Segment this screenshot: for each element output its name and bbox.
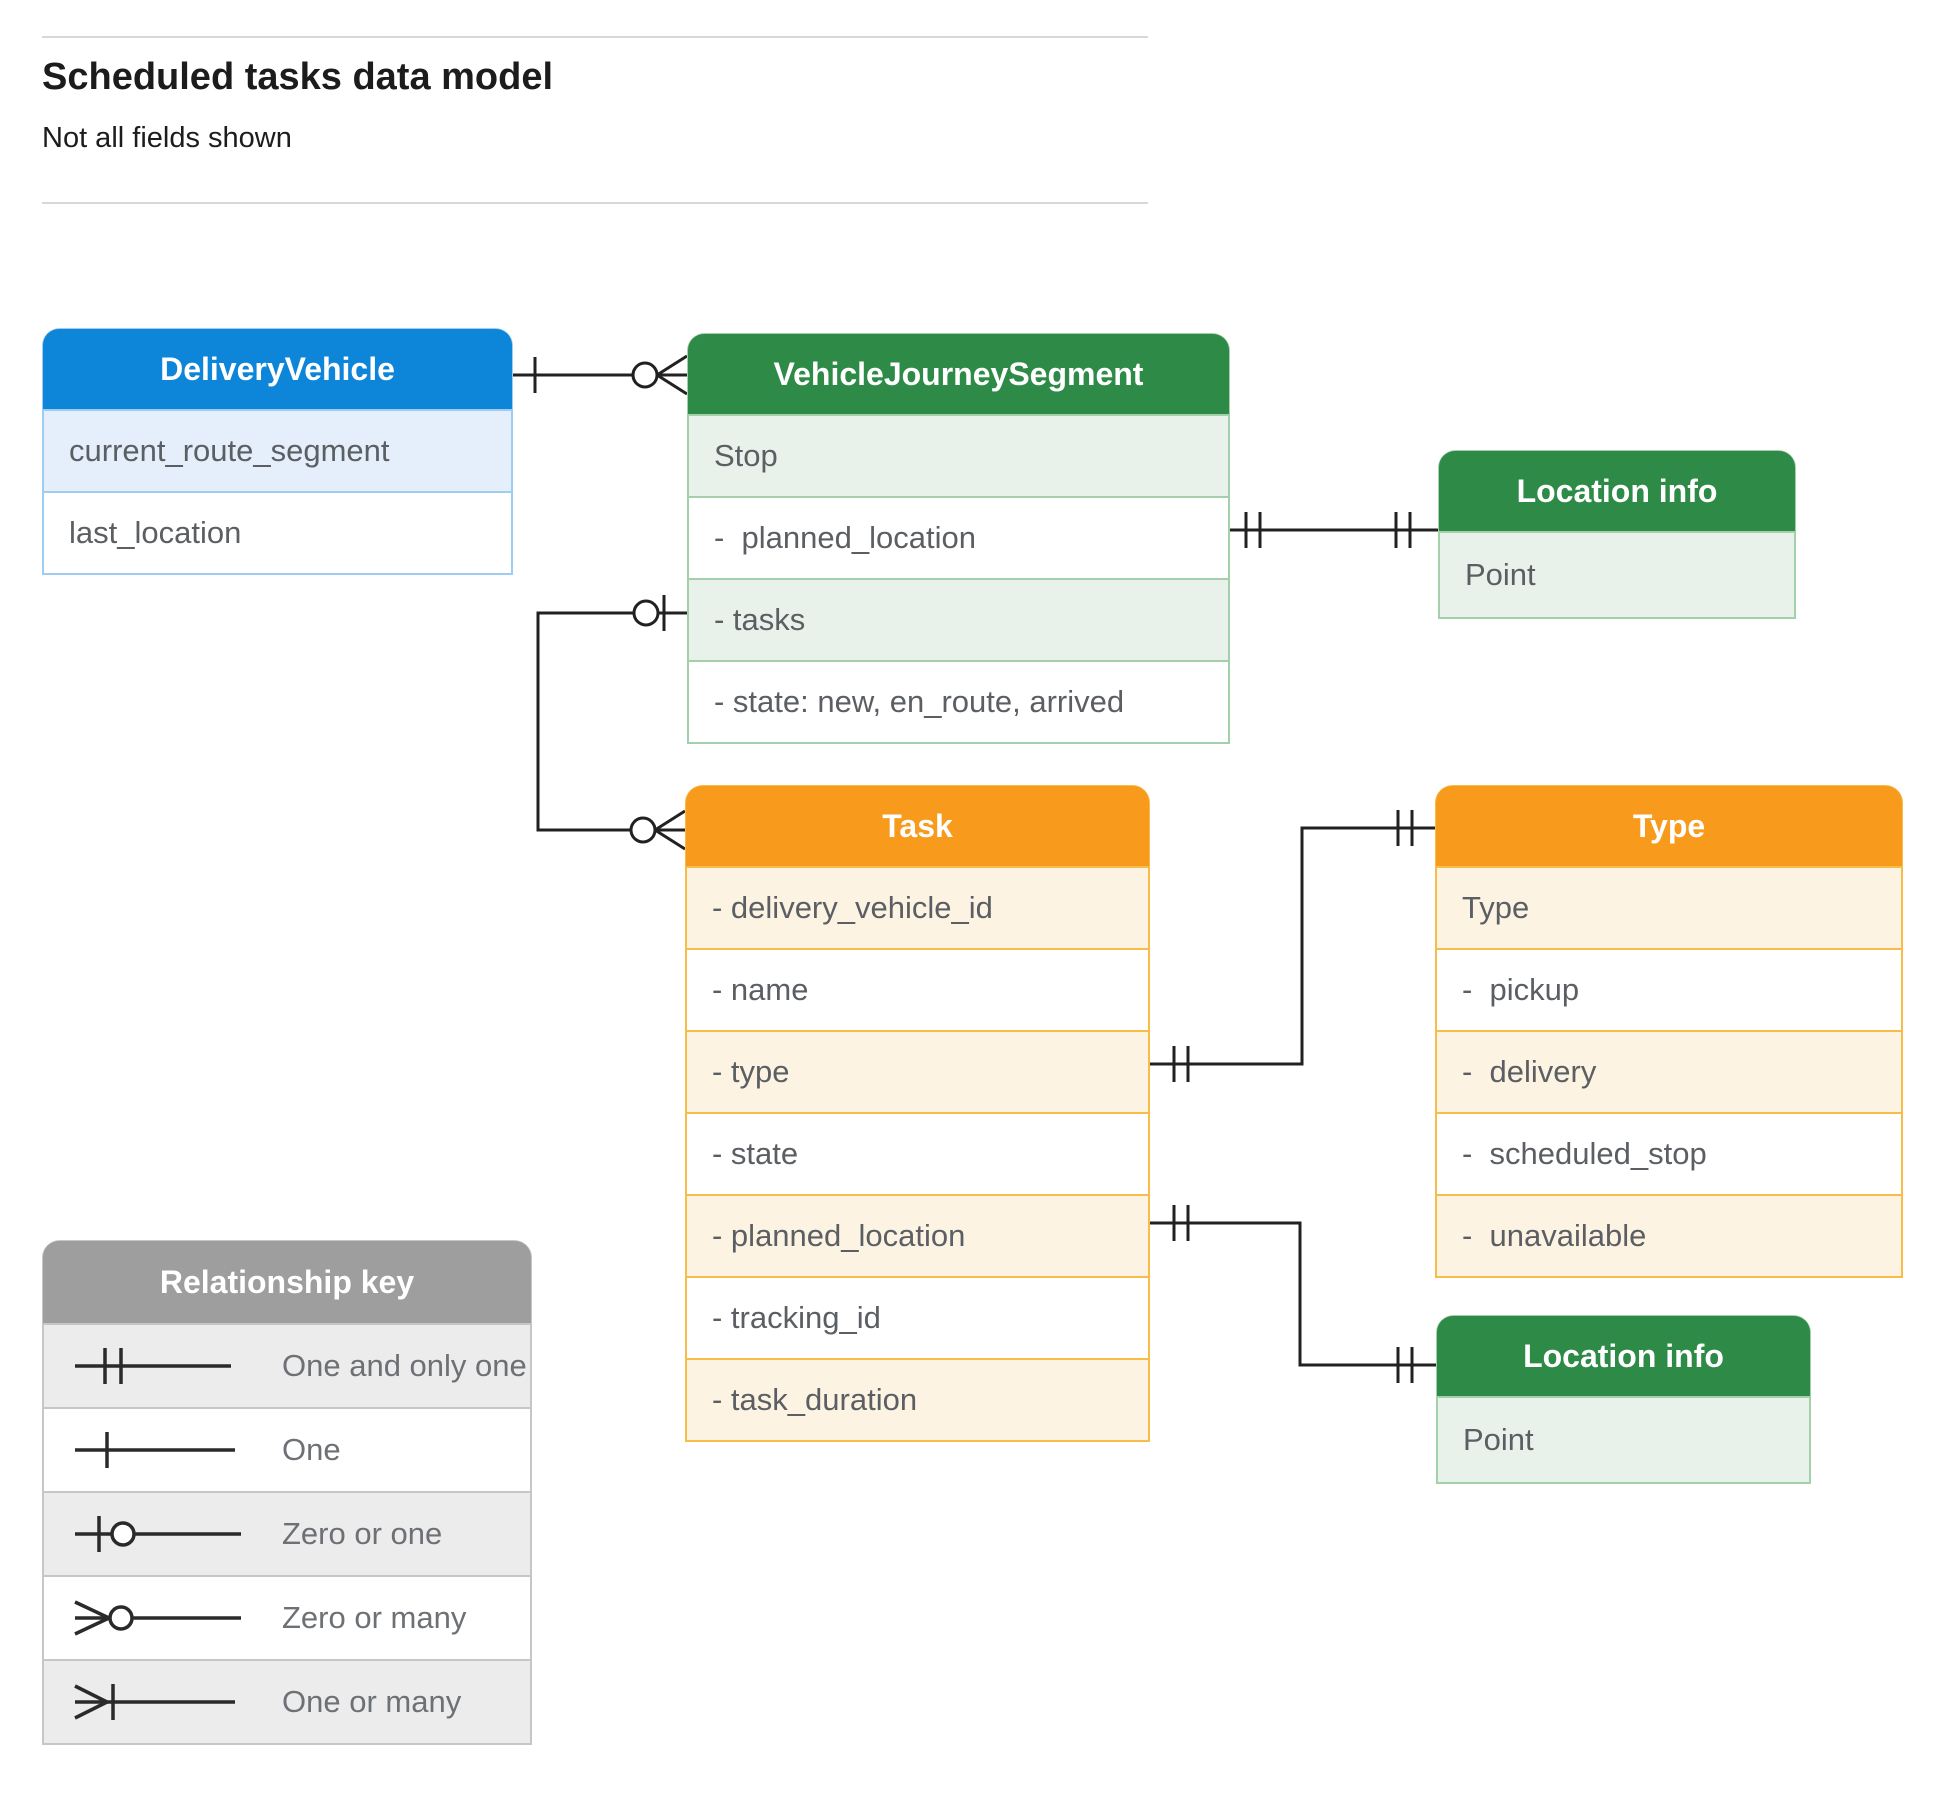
one-or-many-icon bbox=[74, 1684, 235, 1720]
legend-item-one-or-many: One or many bbox=[44, 1659, 530, 1743]
legend-label: Zero or many bbox=[282, 1600, 467, 1635]
field-point-bottom: Point bbox=[1438, 1396, 1809, 1482]
rel-vehiclejourneysegment-task bbox=[536, 595, 687, 851]
field-last-location: last_location bbox=[44, 491, 511, 573]
field-state: - state bbox=[687, 1112, 1148, 1194]
field-delivery: - delivery bbox=[1437, 1030, 1901, 1112]
field-tasks: - tasks bbox=[689, 578, 1228, 660]
subtitle-divider bbox=[42, 202, 1148, 204]
entity-location-info-bottom-title: Location info bbox=[1437, 1316, 1810, 1396]
zero-or-many-icon bbox=[74, 1600, 241, 1636]
entity-type-title: Type bbox=[1436, 786, 1902, 866]
entity-delivery-vehicle-title: DeliveryVehicle bbox=[43, 329, 512, 409]
page-title: Scheduled tasks data model bbox=[42, 56, 554, 98]
entity-type: Type Type - pickup - delivery - schedule… bbox=[1435, 785, 1903, 1278]
entity-vehicle-journey-segment-title: VehicleJourneySegment bbox=[688, 334, 1229, 414]
legend-label: One or many bbox=[282, 1684, 462, 1719]
entity-task: Task - delivery_vehicle_id - name - type… bbox=[685, 785, 1150, 1442]
rel-vehiclejourneysegment-locationinfo-top bbox=[1230, 512, 1438, 548]
field-type-label: Type bbox=[1437, 866, 1901, 948]
entity-location-info-top-title: Location info bbox=[1439, 451, 1795, 531]
legend-label: One bbox=[282, 1432, 341, 1467]
field-type: - type bbox=[687, 1030, 1148, 1112]
rel-task-type bbox=[1150, 810, 1435, 1082]
entity-delivery-vehicle: DeliveryVehicle current_route_segment la… bbox=[42, 328, 513, 575]
relationship-key: Relationship key One and only one One Ze bbox=[42, 1240, 532, 1745]
field-current-route-segment: current_route_segment bbox=[44, 409, 511, 491]
legend-label: One and only one bbox=[282, 1348, 527, 1383]
one-icon bbox=[75, 1432, 235, 1468]
legend-item-one: One bbox=[44, 1407, 530, 1491]
entity-vehicle-journey-segment: VehicleJourneySegment Stop - planned_loc… bbox=[687, 333, 1230, 744]
field-pickup: - pickup bbox=[1437, 948, 1901, 1030]
top-divider bbox=[42, 36, 1148, 38]
entity-task-title: Task bbox=[686, 786, 1149, 866]
page-subtitle: Not all fields shown bbox=[42, 122, 292, 154]
field-task-planned-location: - planned_location bbox=[687, 1194, 1148, 1276]
entity-location-info-bottom: Location info Point bbox=[1436, 1315, 1811, 1484]
legend-label: Zero or one bbox=[282, 1516, 443, 1551]
one-and-only-one-icon bbox=[75, 1348, 231, 1384]
entity-location-info-top: Location info Point bbox=[1438, 450, 1796, 619]
field-task-duration: - task_duration bbox=[687, 1358, 1148, 1440]
field-tracking-id: - tracking_id bbox=[687, 1276, 1148, 1358]
field-unavailable: - unavailable bbox=[1437, 1194, 1901, 1276]
field-delivery-vehicle-id: - delivery_vehicle_id bbox=[687, 866, 1148, 948]
field-point-top: Point bbox=[1440, 531, 1794, 617]
field-scheduled-stop: - scheduled_stop bbox=[1437, 1112, 1901, 1194]
field-stop: Stop bbox=[689, 414, 1228, 496]
field-name: - name bbox=[687, 948, 1148, 1030]
field-vjs-state: - state: new, en_route, arrived bbox=[689, 660, 1228, 742]
rel-task-locationinfo-bottom bbox=[1150, 1205, 1436, 1383]
legend-item-one-and-only-one: One and only one bbox=[44, 1323, 530, 1407]
legend-item-zero-or-one: Zero or one bbox=[44, 1491, 530, 1575]
field-vjs-planned-location: - planned_location bbox=[689, 496, 1228, 578]
legend-item-zero-or-many: Zero or many bbox=[44, 1575, 530, 1659]
zero-or-one-icon bbox=[75, 1516, 241, 1552]
rel-deliveryvehicle-vehiclejourneysegment bbox=[513, 354, 688, 396]
relationship-key-title: Relationship key bbox=[43, 1241, 531, 1323]
